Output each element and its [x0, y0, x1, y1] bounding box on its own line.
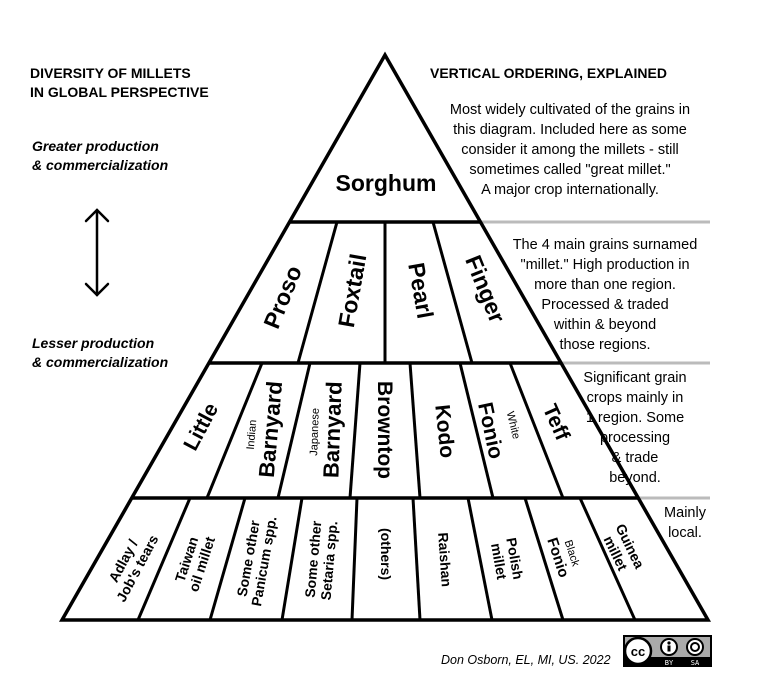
- tier1-exp-line: A major crop internationally.: [481, 182, 659, 198]
- tier4-taiwan: Taiwan oil millet: [172, 534, 218, 593]
- cc-text: cc: [631, 644, 645, 659]
- tier4-panicum: Some other Panicum spp.: [234, 515, 280, 607]
- greater-line1: Greater production: [32, 138, 159, 154]
- tier3-exp-line: & trade: [611, 450, 659, 466]
- tier2-foxtail: Foxtail: [333, 252, 371, 330]
- tier3-japanese-barnyard: Barnyard: [318, 381, 346, 478]
- greater-line2: & commercialization: [32, 157, 169, 173]
- tier3-exp-line: 1 region. Some: [585, 410, 685, 426]
- tier3-little: Little: [179, 399, 223, 454]
- polish-line1: Polish: [503, 536, 526, 580]
- tier3-browntop: Browntop: [373, 381, 396, 479]
- tier1-exp-line: Most widely cultivated of the grains in: [449, 102, 691, 118]
- tier2-exp-line: "millet." High production in: [520, 257, 690, 273]
- tier1-exp-line: sometimes called "great millet.": [469, 162, 671, 178]
- tier4-setaria: Some other Setaria spp.: [302, 520, 341, 601]
- tier3-exp-line: beyond.: [609, 470, 661, 486]
- setaria-line2: Setaria spp.: [318, 520, 341, 600]
- tier1-sorghum: Sorghum: [336, 170, 437, 196]
- tier2-exp-line: Processed & traded: [541, 297, 669, 313]
- double-arrow-icon: [84, 208, 110, 297]
- lesser-production-label: Lesser production & commercialization: [32, 334, 168, 372]
- tier3-white-fonio: Fonio: [473, 400, 507, 461]
- tier4-polish: Polish millet: [488, 536, 526, 581]
- tier3-japanese-label: Japanese: [308, 408, 322, 456]
- tier2-exp-line: more than one region.: [534, 277, 676, 293]
- tier3-exp-line: processing: [599, 430, 671, 446]
- tier2-explanation: The 4 main grains surnamed "millet." Hig…: [490, 235, 720, 355]
- tier4-explanation: Mainly local.: [650, 503, 720, 543]
- tier2-proso: Proso: [258, 262, 307, 332]
- tier3-explanation: Significant grain crops mainly in 1 regi…: [565, 368, 705, 488]
- tier2-exp-line: those regions.: [559, 337, 651, 353]
- cc-by-sa-license-icon: cc BY SA: [623, 635, 712, 667]
- tier1-exp-line: consider it among the millets - still: [461, 142, 679, 158]
- sa-text: SA: [691, 659, 700, 667]
- title-line1: DIVERSITY OF MILLETS: [30, 65, 191, 81]
- tier4-raishan: Raishan: [435, 532, 455, 587]
- setaria-line1: Some other: [302, 520, 325, 599]
- polish-line2: millet: [488, 542, 510, 581]
- tier3-exp-line: crops mainly in: [586, 390, 684, 406]
- tier4-others: (others): [378, 528, 394, 580]
- lesser-line1: Lesser production: [32, 335, 155, 351]
- title-line2: IN GLOBAL PERSPECTIVE: [30, 84, 209, 100]
- tier4-exp-line: local.: [668, 525, 702, 541]
- diagram-title: DIVERSITY OF MILLETS IN GLOBAL PERSPECTI…: [30, 64, 209, 102]
- tier3-exp-line: Significant grain: [583, 370, 687, 386]
- pyramid-triangle: [58, 51, 712, 622]
- tier3-white-label: White: [504, 410, 522, 440]
- tier4-black-fonio: Black Fonio: [543, 536, 581, 580]
- by-text: BY: [665, 659, 674, 667]
- greater-production-label: Greater production & commercialization: [32, 137, 168, 175]
- explanation-title: VERTICAL ORDERING, EXPLAINED: [430, 65, 667, 81]
- tier3-kodo: Kodo: [430, 403, 458, 459]
- cell-dividers: [136, 221, 637, 621]
- author-credit: Don Osborn, EL, MI, US. 2022: [441, 653, 611, 667]
- tier3-indian-label: Indian: [245, 419, 260, 450]
- tier4-guinea: Guinea millet: [601, 521, 648, 573]
- tier1-exp-line: this diagram. Included here as some: [453, 122, 687, 138]
- tier2-exp-line: The 4 main grains surnamed: [512, 237, 698, 253]
- tier3-indian-barnyard: Barnyard: [254, 380, 287, 478]
- tier2-pearl: Pearl: [403, 261, 438, 321]
- tier1-explanation: Most widely cultivated of the grains in …: [420, 100, 720, 200]
- tier-separators: [480, 220, 710, 500]
- tier2-exp-line: within & beyond: [553, 317, 657, 333]
- tier4-exp-line: Mainly: [664, 505, 706, 521]
- lesser-line2: & commercialization: [32, 354, 169, 370]
